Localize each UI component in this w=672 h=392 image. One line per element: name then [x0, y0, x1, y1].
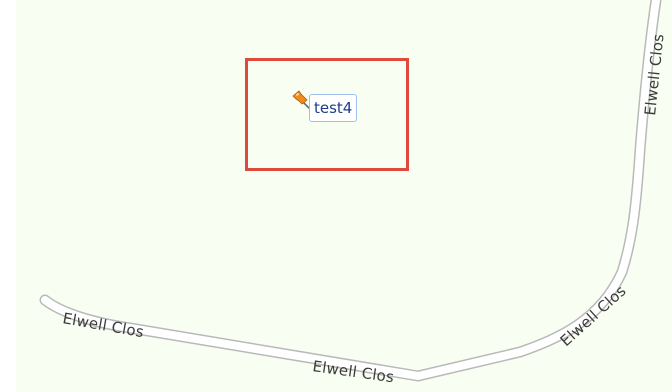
road-elwell-close[interactable] — [39, 0, 662, 382]
road-fill — [41, 0, 660, 380]
highlight-box — [245, 58, 409, 171]
marker-label[interactable]: test4 — [309, 94, 358, 122]
pushpin-icon[interactable] — [290, 89, 312, 111]
